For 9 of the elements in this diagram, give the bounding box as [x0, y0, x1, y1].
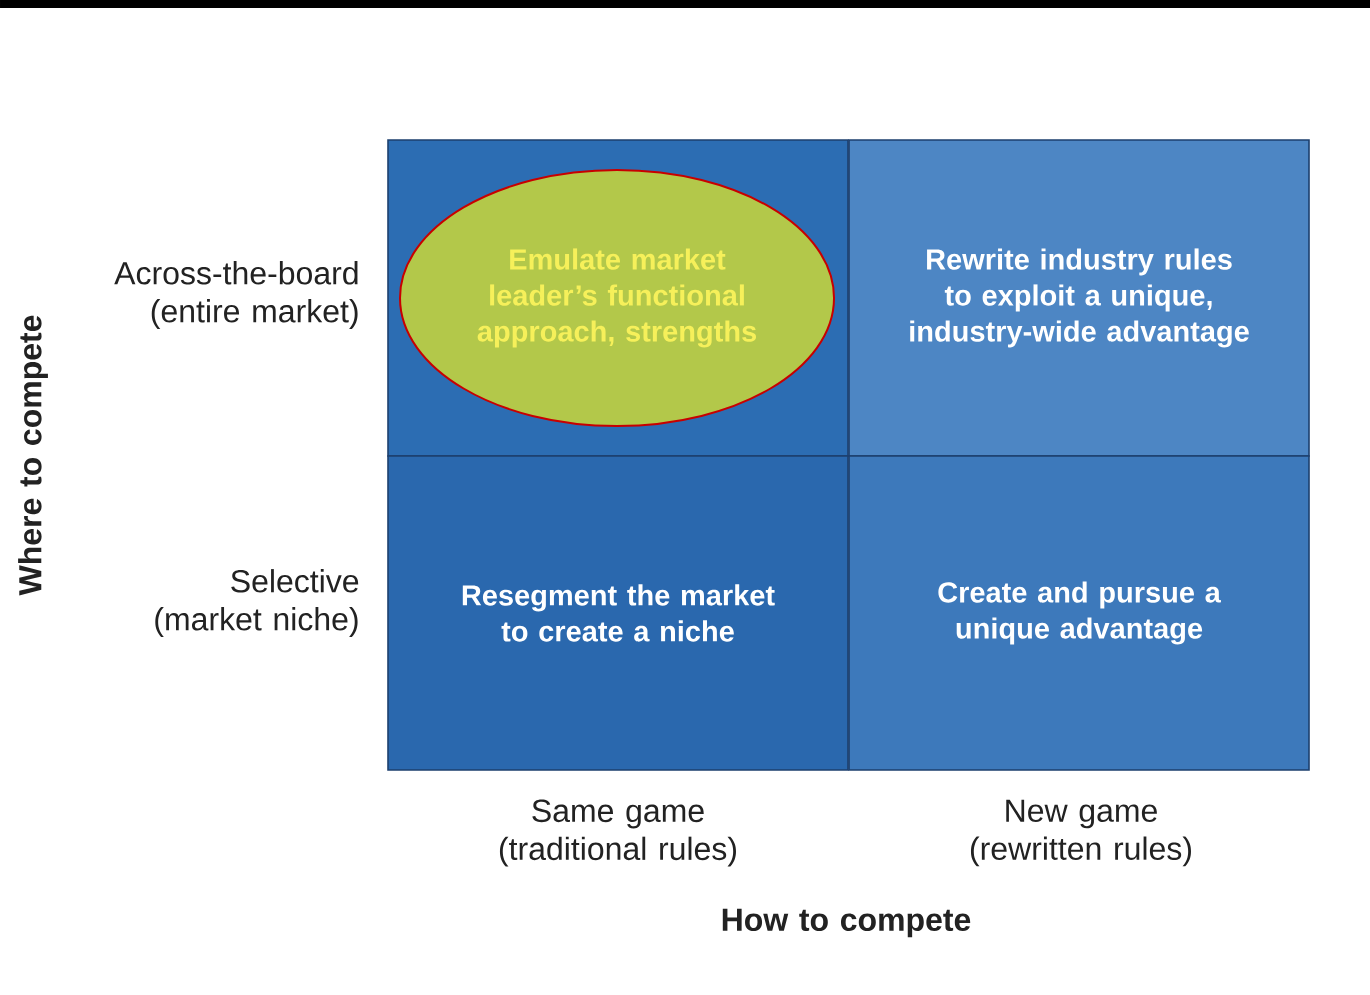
matrix-cell: Create and pursue a unique advantage [848, 455, 1310, 771]
axis-label: New game (rewritten rules) [970, 799, 1191, 867]
axis-title: Where to compete [18, 315, 48, 596]
axis-label: Same game (traditional rules) [499, 799, 736, 867]
axis-label: Across-the-board (entire market) [114, 261, 358, 329]
axis-title: How to compete [722, 908, 971, 938]
matrix-cell: Resegment the market to create a niche [387, 455, 849, 771]
axis-label: Selective (market niche) [155, 569, 359, 637]
matrix-cell: Rewrite industry rules to exploit a unique, industry-wide advantage [848, 139, 1310, 457]
